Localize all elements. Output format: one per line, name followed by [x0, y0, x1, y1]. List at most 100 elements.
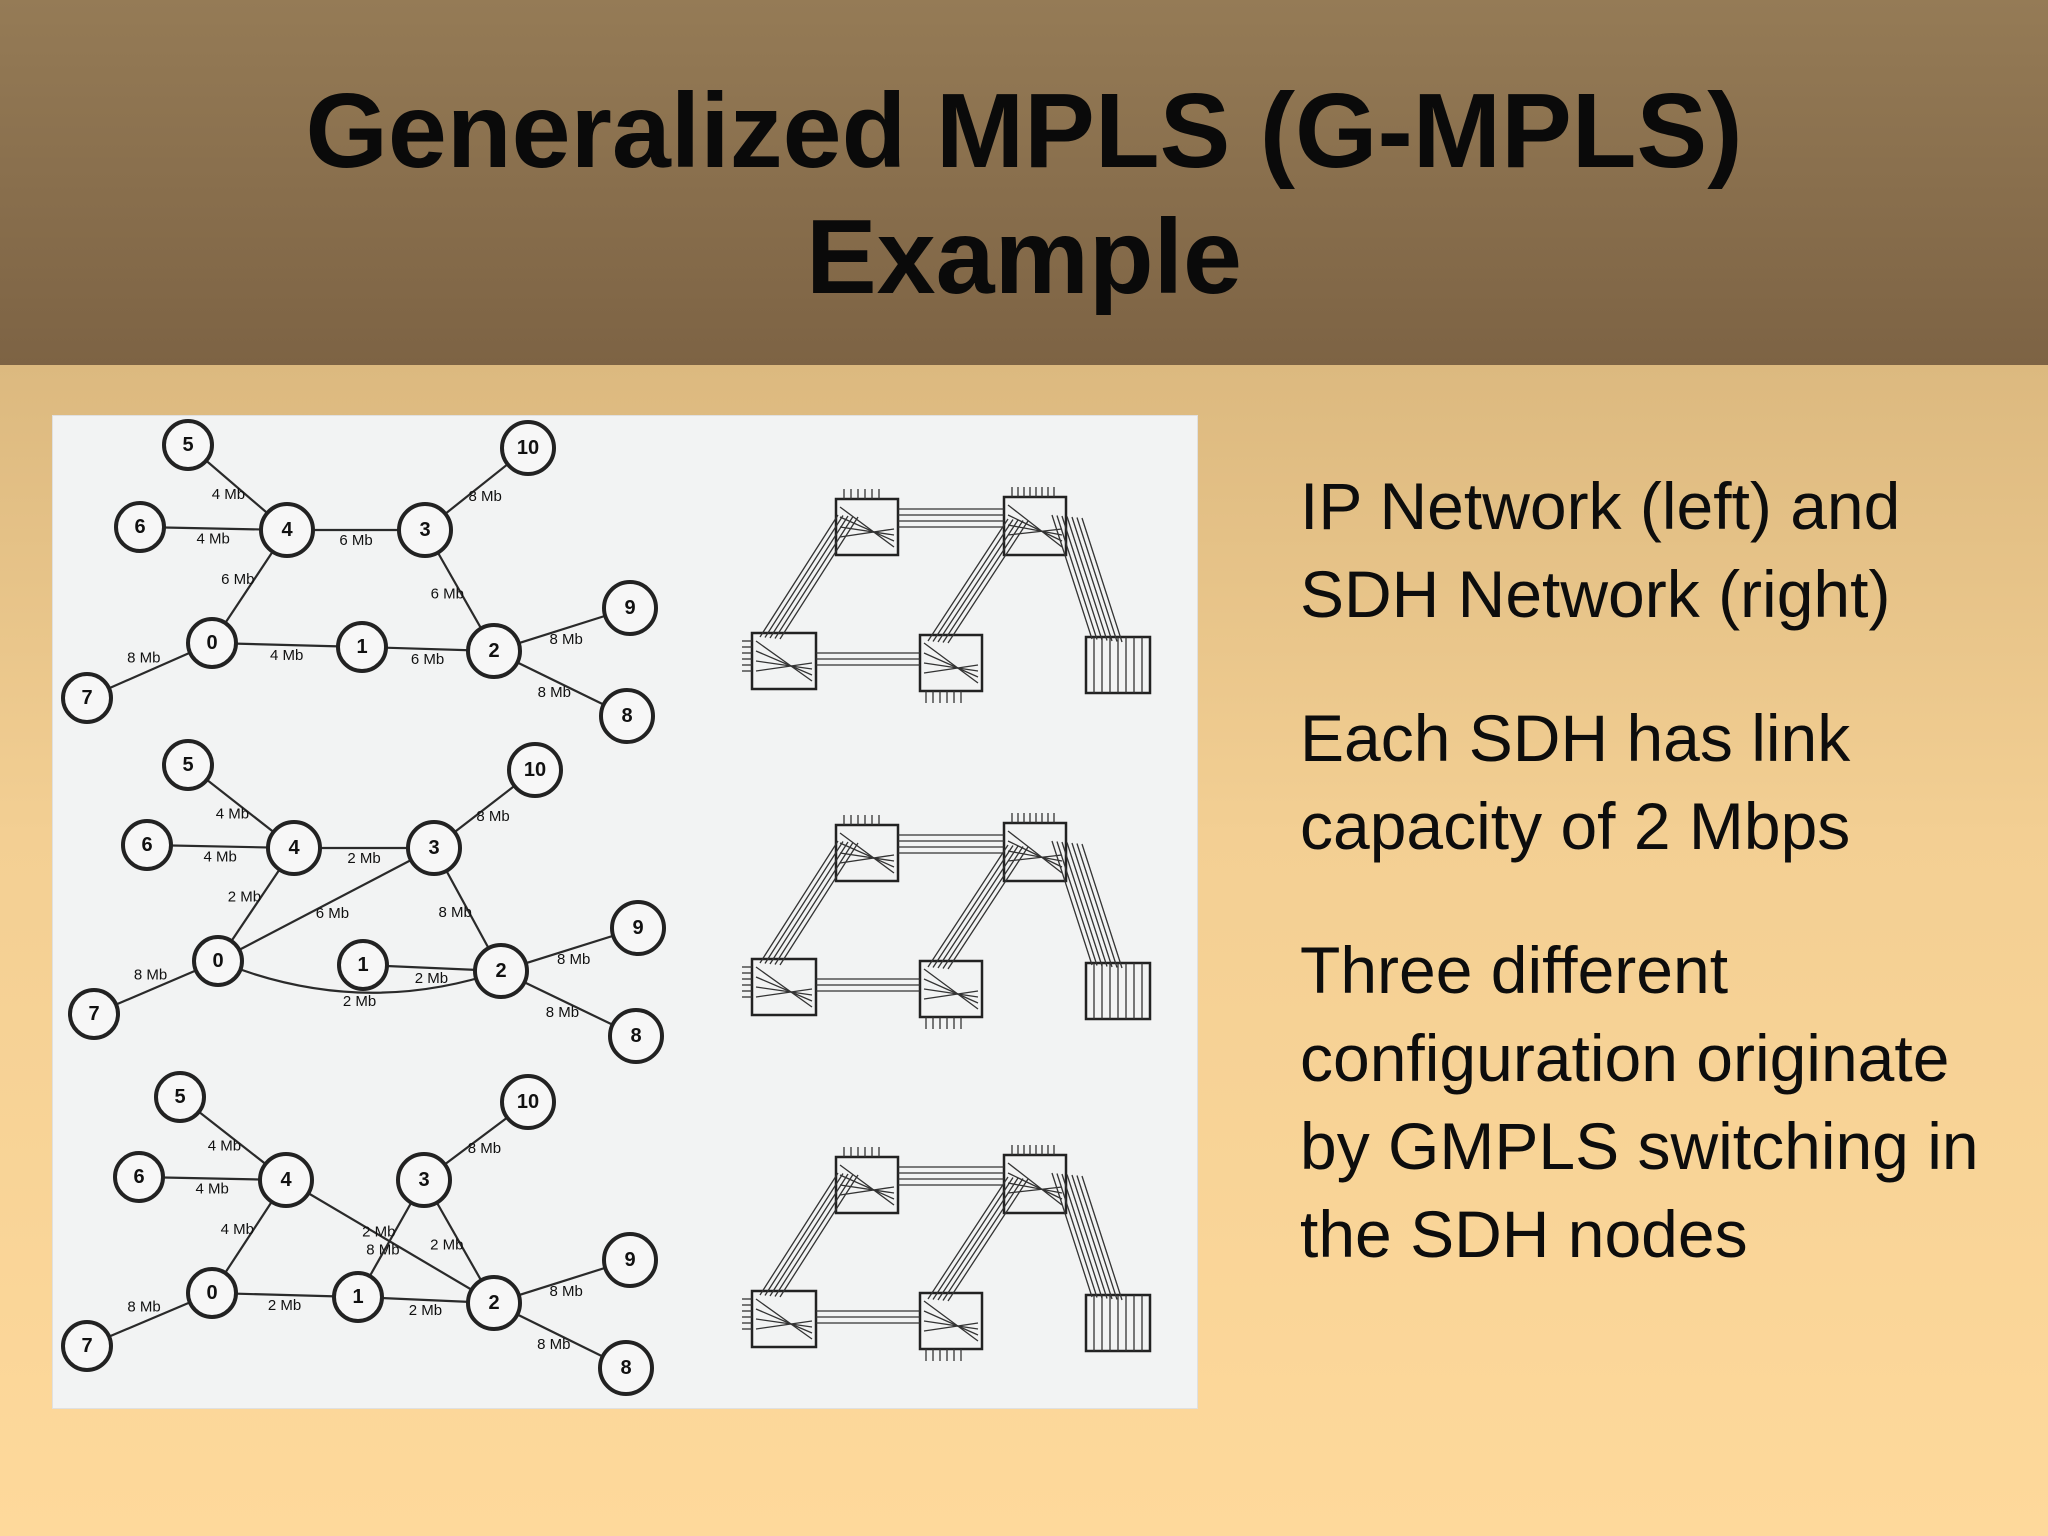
router-node-5: 5 — [154, 1071, 206, 1123]
router-node-7: 7 — [61, 672, 113, 724]
link-capacity-label: 4 Mb — [197, 530, 230, 547]
router-node-1: 1 — [336, 621, 388, 673]
router-node-0: 0 — [192, 935, 244, 987]
link-capacity-label: 8 Mb — [469, 488, 502, 505]
link-capacity-label: 8 Mb — [476, 808, 509, 825]
sdh-switch-box — [918, 1291, 984, 1351]
router-node-7: 7 — [68, 988, 120, 1040]
svg-text:6: 6 — [141, 834, 152, 856]
bullet-configurations: Three different configuration originate … — [1300, 933, 1979, 1271]
svg-text:10: 10 — [524, 759, 546, 781]
link-capacity-label: 2 Mb — [415, 970, 448, 987]
link-capacity-label: 8 Mb — [468, 1140, 501, 1157]
link-capacity-label: 8 Mb — [550, 631, 583, 648]
router-node-5: 5 — [162, 419, 214, 471]
svg-text:0: 0 — [206, 632, 217, 654]
svg-text:3: 3 — [428, 837, 439, 859]
link-capacity-label: 4 Mb — [196, 1180, 229, 1197]
title-bar — [0, 0, 2048, 365]
router-node-4: 4 — [259, 502, 315, 558]
router-node-2: 2 — [466, 623, 522, 679]
link-capacity-label: 2 Mb — [347, 850, 380, 867]
link-capacity-label: 6 Mb — [411, 651, 444, 668]
svg-text:7: 7 — [81, 687, 92, 709]
router-node-9: 9 — [610, 900, 666, 956]
link-capacity-label: 8 Mb — [134, 967, 167, 984]
svg-text:3: 3 — [418, 1169, 429, 1191]
title-line-1: Generalized MPLS (G-MPLS) — [305, 72, 1743, 190]
svg-text:10: 10 — [517, 1091, 539, 1113]
svg-text:9: 9 — [624, 597, 635, 619]
link-capacity-label: 4 Mb — [208, 1138, 241, 1155]
svg-text:5: 5 — [182, 434, 193, 456]
link-capacity-label: 8 Mb — [439, 904, 472, 921]
router-node-8: 8 — [598, 1340, 654, 1396]
router-node-3: 3 — [406, 820, 462, 876]
link-capacity-label: 6 Mb — [221, 571, 254, 588]
svg-text:2: 2 — [488, 640, 499, 662]
link-capacity-label: 4 Mb — [221, 1221, 254, 1238]
link-capacity-label: 2 Mb — [343, 993, 376, 1010]
router-node-4: 4 — [266, 820, 322, 876]
svg-text:7: 7 — [81, 1335, 92, 1357]
router-node-3: 3 — [396, 1152, 452, 1208]
link-capacity-label: 2 Mb — [268, 1297, 301, 1314]
link-capacity-label: 8 Mb — [546, 1004, 579, 1021]
router-node-6: 6 — [113, 1151, 165, 1203]
router-node-10: 10 — [500, 420, 556, 476]
svg-text:8: 8 — [630, 1025, 641, 1047]
bullet-ip-sdh: IP Network (left) and SDH Network (right… — [1300, 469, 1901, 631]
router-node-2: 2 — [466, 1275, 522, 1331]
link-capacity-label: 8 Mb — [537, 1336, 570, 1353]
bullet-list: IP Network (left) and SDH Network (right… — [1300, 462, 2020, 1334]
title-line-2: Example — [805, 198, 1242, 316]
ip-link-0-3 — [217, 847, 435, 962]
network-diagram-svg: 4 Mb 4 Mb 6 Mb 6 Mb 8 Mb 6 Mb 4 Mb 6 Mb 8 Mb 8 Mb… — [61, 419, 1152, 1396]
link-capacity-label: 4 Mb — [216, 806, 249, 823]
svg-text:3: 3 — [419, 519, 430, 541]
svg-text:8: 8 — [620, 1357, 631, 1379]
svg-text:10: 10 — [517, 437, 539, 459]
router-node-9: 9 — [602, 1232, 658, 1288]
ip-link-0-2 — [217, 959, 502, 994]
link-capacity-label: 2 Mb — [409, 1302, 442, 1319]
svg-text:2: 2 — [495, 960, 506, 982]
sdh-network-2 — [742, 813, 1152, 1029]
router-node-0: 0 — [186, 1267, 238, 1319]
router-node-2: 2 — [473, 943, 529, 999]
svg-text:0: 0 — [206, 1282, 217, 1304]
router-node-7: 7 — [61, 1320, 113, 1372]
router-node-1: 1 — [332, 1271, 384, 1323]
svg-text:5: 5 — [182, 754, 193, 776]
sdh-network-3 — [742, 1145, 1152, 1361]
slide-title: Generalized MPLS (G-MPLS) Example — [0, 68, 2048, 320]
router-node-10: 10 — [507, 742, 563, 798]
link-capacity-label: 4 Mb — [270, 647, 303, 664]
svg-text:1: 1 — [352, 1286, 363, 1308]
router-node-6: 6 — [114, 501, 166, 553]
router-node-0: 0 — [186, 617, 238, 669]
link-capacity-label: 6 Mb — [339, 532, 372, 549]
link-capacity-label: 2 Mb — [228, 889, 261, 906]
link-capacity-label: 6 Mb — [316, 905, 349, 922]
link-capacity-label: 8 Mb — [127, 650, 160, 667]
sdh-switch-box — [918, 633, 984, 693]
svg-text:6: 6 — [134, 516, 145, 538]
link-capacity-label: 8 Mb — [538, 684, 571, 701]
router-node-10: 10 — [500, 1074, 556, 1130]
router-node-8: 8 — [608, 1008, 664, 1064]
link-capacity-label: 8 Mb — [550, 1283, 583, 1300]
sdh-network-1 — [742, 487, 1152, 703]
link-capacity-label: 8 Mb — [557, 951, 590, 968]
svg-text:6: 6 — [133, 1166, 144, 1188]
svg-text:4: 4 — [288, 837, 300, 859]
svg-text:8: 8 — [621, 705, 632, 727]
router-node-4: 4 — [258, 1152, 314, 1208]
link-capacity-label: 4 Mb — [212, 486, 245, 503]
link-capacity-label: 8 Mb — [127, 1299, 160, 1316]
bullet-link-capacity: Each SDH has link capacity of 2 Mbps — [1300, 701, 1851, 863]
svg-text:2: 2 — [488, 1292, 499, 1314]
svg-text:0: 0 — [212, 950, 223, 972]
svg-text:1: 1 — [356, 636, 367, 658]
